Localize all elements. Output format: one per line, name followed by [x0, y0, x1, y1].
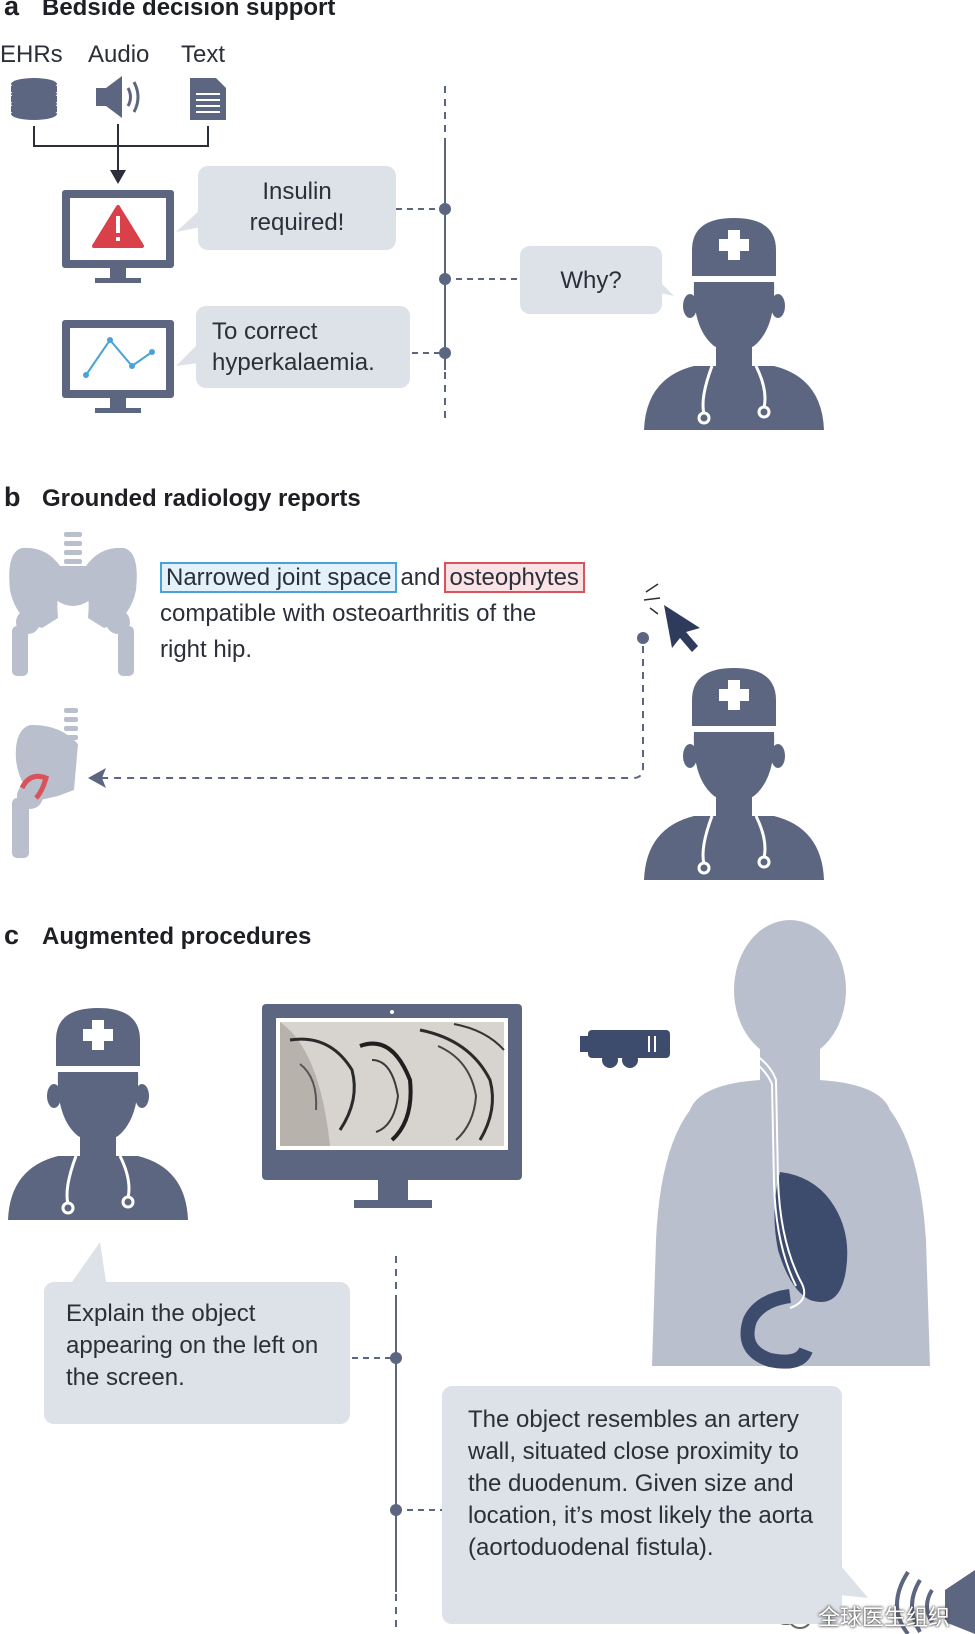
timeline-a — [396, 86, 518, 424]
line-chart-icon — [83, 337, 155, 378]
panel-c-letter: c — [4, 920, 20, 950]
report-connector: and — [400, 564, 441, 591]
model-answer-bubble: The object resembles an artery wall, sit… — [442, 1386, 842, 1624]
pelvis-icon — [9, 532, 137, 676]
panel-a-title: Bedside decision support — [42, 0, 336, 21]
alert-bubble: Insulin required! — [198, 166, 396, 250]
cursor-arrow-icon — [664, 605, 700, 652]
arrow-down-icon — [110, 170, 126, 184]
database-icon — [11, 78, 57, 120]
report-line-2: compatible with osteoarthritis of the — [160, 600, 537, 627]
panel-c-title: Augmented procedures — [42, 923, 312, 950]
finding-narrowed-joint-space[interactable]: Narrowed joint space — [160, 562, 398, 593]
clinician-icon — [642, 216, 826, 432]
endoscopy-monitor — [262, 1004, 522, 1208]
watermark: 全球医生组织 — [818, 1605, 951, 1630]
clinician-icon — [6, 1006, 190, 1222]
timeline-c — [352, 1256, 442, 1630]
finding-osteophytes[interactable]: osteophytes — [443, 562, 585, 593]
question-bubble: Why? — [520, 246, 662, 314]
source-merge-connector — [33, 124, 209, 172]
stomach-icon — [740, 1172, 848, 1369]
speaker-output-icon — [895, 1570, 975, 1634]
warning-icon — [92, 205, 144, 248]
panel-a-letter: a — [4, 0, 20, 21]
clinician-prompt-bubble: Explain the object appearing on the left… — [44, 1282, 350, 1424]
bubble-tail — [72, 1242, 106, 1282]
clinician-icon — [642, 666, 826, 882]
report-line-3: right hip. — [160, 636, 253, 663]
patient-silhouette — [652, 920, 930, 1366]
panel-b-title: Grounded radiology reports — [42, 485, 361, 512]
grounding-link — [88, 632, 649, 788]
explanation-bubble: To correct hyperkalaemia. — [196, 306, 410, 388]
source-label-text: Text — [181, 41, 226, 68]
speaker-icon — [96, 76, 140, 118]
source-label-audio: Audio — [88, 41, 150, 68]
document-icon — [190, 78, 226, 120]
source-label-ehrs: EHRs — [0, 41, 63, 68]
arrow-left-icon — [88, 768, 106, 788]
click-burst-icon — [643, 583, 661, 615]
panel-b-letter: b — [4, 482, 21, 512]
endoscopy-image — [280, 1022, 505, 1146]
hip-joint-icon — [12, 708, 78, 858]
chart-monitor — [62, 320, 174, 413]
alert-monitor — [62, 190, 174, 283]
endoscope-cable — [669, 1040, 806, 1309]
endoscope-handle-icon — [580, 1030, 670, 1068]
